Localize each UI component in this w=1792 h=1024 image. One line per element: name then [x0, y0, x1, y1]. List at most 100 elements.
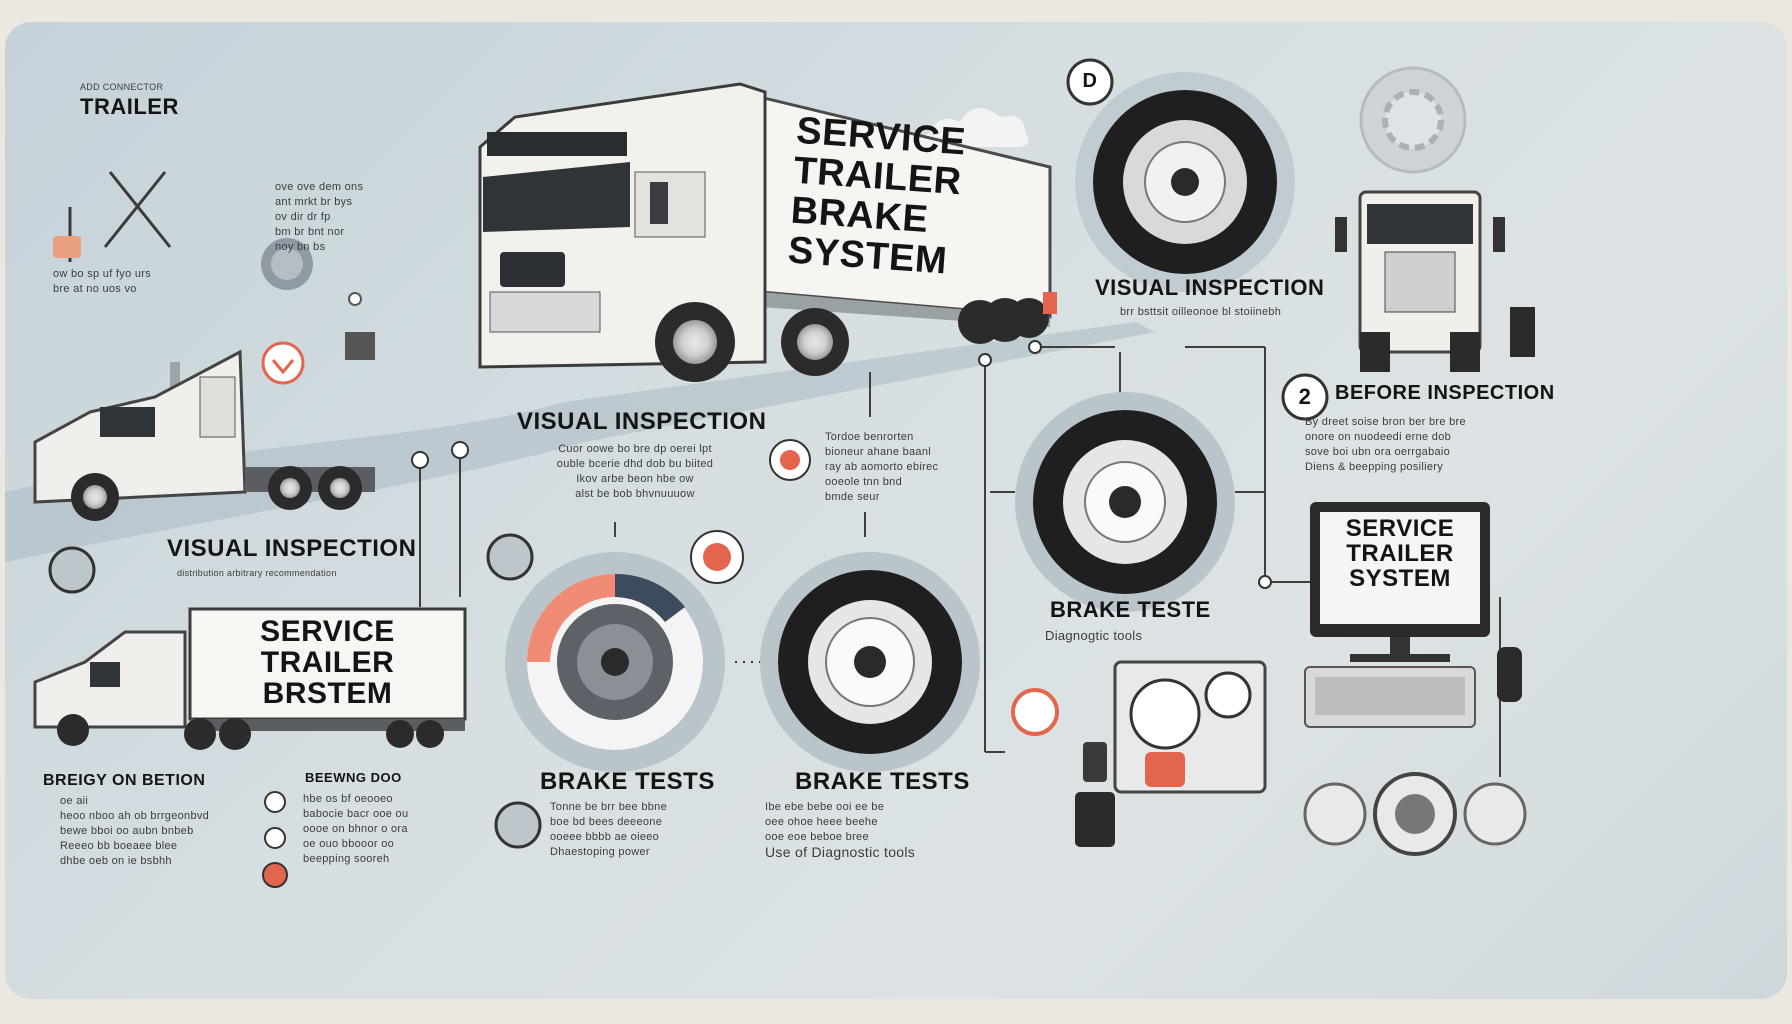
text-line: Diens & beepping posiliery	[1305, 461, 1444, 473]
clock-icon	[494, 801, 542, 849]
text-line: ov dir dr fp	[275, 211, 331, 223]
text-line: ooe eoe beboe bree	[765, 831, 869, 843]
illustration-layer	[5, 58, 1535, 888]
right-heading: BEFORE INSPECTION	[1335, 382, 1555, 404]
text-line: oee ohoe heee beehe	[765, 816, 878, 828]
top-left-list: ove ove dem ons ant mrkt br bys ov dir d…	[275, 180, 435, 255]
center-visual-text: Cuor oowe bo bre dp oerei lpt ouble bcer…	[520, 442, 750, 502]
right-badge: 2	[1298, 384, 1312, 409]
clock-icon	[486, 533, 534, 581]
text-line: sove boi ubn ora oerrgabaio	[1305, 446, 1451, 458]
bottom-mid-text: hbe os bf oeooeo babocie bacr ooe ou ooo…	[303, 792, 473, 867]
warning-tag-icon	[53, 236, 81, 258]
text-line: alst be bob bhvnuuuow	[575, 488, 695, 500]
left-visual-subtitle: distribution arbitrary recommendation	[177, 568, 337, 578]
trailer-label: TRAILER	[80, 94, 179, 119]
text-line: BRSTEM	[262, 677, 393, 710]
text-line: Tordoe benrorten	[825, 431, 914, 443]
text-line: dhbe oeb on ie bsbhh	[60, 855, 172, 867]
text-line: Ikov arbe beon hbe ow	[576, 473, 694, 485]
main-truck-icon	[478, 82, 1057, 382]
brake-teste-heading: BRAKE TESTE	[1050, 597, 1211, 622]
tire-icon	[760, 552, 980, 772]
brake-tests-text-2: Ibe ebe bebe ooi ee be oee ohoe heee bee…	[765, 800, 995, 860]
text-line: SERVICE	[1345, 515, 1455, 542]
trailer-diagram-icon	[68, 171, 172, 262]
top-right-badge: D	[1082, 70, 1098, 92]
text-line: ray ab aomorto ebirec	[825, 461, 939, 473]
text-line: SERVICE	[260, 615, 395, 648]
badge-icon	[1066, 58, 1114, 106]
cloud-icon	[922, 108, 1029, 147]
text-line: Ibe ebe bebe ooi ee be	[765, 801, 885, 813]
text-line: By dreet soise bron ber bre bre	[1305, 416, 1466, 428]
wheel-icon	[1075, 72, 1295, 292]
bottom-truck-icon	[33, 607, 467, 750]
text-line: bmde seur	[825, 491, 880, 503]
text-line: bioneur ahane baanl	[825, 446, 932, 458]
top-left-caption: ADD CONNECTOR	[80, 82, 164, 92]
text-line: Tonne be brr bee bbne	[550, 801, 667, 813]
text-line: boe bd bees deeeone	[550, 816, 663, 828]
text-line: Use of Diagnostic tools	[765, 844, 916, 860]
gear-icon	[1359, 66, 1467, 174]
front-truck-icon	[1335, 190, 1535, 372]
connector-lines	[419, 346, 1501, 777]
text-line: SYSTEM	[1349, 565, 1451, 592]
brake-tests-text-1: Tonne be brr bee bbne boe bd bees deeeon…	[550, 800, 740, 860]
clock-icon	[48, 546, 96, 594]
main-title: SERVICE TRAILER BRAKE SYSTEM	[787, 110, 1068, 289]
left-visual-heading: VISUAL INSPECTION	[167, 535, 417, 562]
brake-tests-heading-2: BRAKE TESTS	[795, 768, 970, 795]
text-line: beepping sooreh	[303, 853, 390, 865]
gauge-row-icon	[1303, 772, 1527, 856]
text-line: bre at no uos vo	[53, 283, 137, 295]
brake-wheel-icon	[1015, 392, 1235, 612]
diagnostic-panel-icon	[1011, 660, 1267, 847]
dot-icon	[264, 791, 286, 813]
text-line: bewe bboi oo aubn bnbeb	[60, 825, 194, 837]
dot-icon	[264, 827, 286, 849]
bottom-mid-heading: BEEWNG DOO	[305, 770, 402, 785]
brake-disc-icon	[505, 552, 725, 772]
keyboard-icon	[1315, 677, 1465, 715]
monitor-icon	[1304, 502, 1522, 728]
trailer-sign-text: SERVICE TRAILER BRSTEM	[195, 616, 460, 709]
bottom-left-heading: BREIGY ON BETION	[43, 772, 206, 789]
left-truck-icon	[33, 349, 375, 521]
text-line: ooeole tnn bnd	[825, 476, 902, 488]
top-left-text: ow bo sp uf fyo urs bre at no uos vo	[53, 267, 213, 297]
alert-icon	[261, 341, 305, 385]
text-line: Cuor oowe bo bre dp oerei lpt	[558, 443, 712, 455]
bottom-left-text: oe aii heoo nboo ah ob brrgeonbvd bewe b…	[60, 794, 260, 869]
text-line: TRAILER	[260, 646, 395, 679]
clipboard-icon	[345, 332, 375, 360]
text-line: TRAILER	[1346, 540, 1454, 567]
text-line: ooeee bbbb ae oieeo	[550, 831, 660, 843]
right-text: By dreet soise bron ber bre bre onore on…	[1305, 415, 1535, 475]
text-line: ow bo sp uf fyo urs	[53, 268, 152, 280]
text-line: oooe on bhnor o ora	[303, 823, 408, 835]
text-line: oe ouo bbooor oo	[303, 838, 395, 850]
text-line: babocie bacr ooe ou	[303, 808, 409, 820]
text-line: ant mrkt br bys	[275, 196, 353, 208]
text-line: noy bn bs	[275, 241, 326, 253]
text-line: ouble bcerie dhd dob bu biited	[556, 458, 714, 470]
text-line: ove ove dem ons	[275, 181, 364, 193]
text-line: Dhaestoping power	[550, 846, 650, 858]
bolt-icon	[348, 292, 362, 306]
text-line: hbe os bf oeooeo	[303, 793, 393, 805]
brake-tests-heading-1: BRAKE TESTS	[540, 768, 715, 795]
top-right-heading: VISUAL INSPECTION	[1095, 275, 1325, 300]
text-line: oe aii	[60, 795, 89, 807]
text-line: bm br bnt nor	[275, 226, 345, 238]
monitor-screen-text: SERVICE TRAILER SYSTEM	[1320, 516, 1480, 591]
infographic-panel: SERVICE TRAILER BRAKE SYSTEM TRAILER ADD…	[5, 22, 1787, 999]
dot-icon	[262, 862, 288, 888]
text-line: onore on nuodeedi erne dob	[1305, 431, 1452, 443]
brake-teste-subtext: Diagnogtic tools	[1045, 628, 1143, 643]
top-right-subtext: brr bsttsit oilleonoe bl stoiinebh	[1120, 306, 1282, 318]
badge-icon	[1281, 373, 1329, 421]
text-line: Reeeo bb boeaee blee	[60, 840, 178, 852]
center-right-text: Tordoe benrorten bioneur ahane baanl ray…	[825, 430, 995, 505]
